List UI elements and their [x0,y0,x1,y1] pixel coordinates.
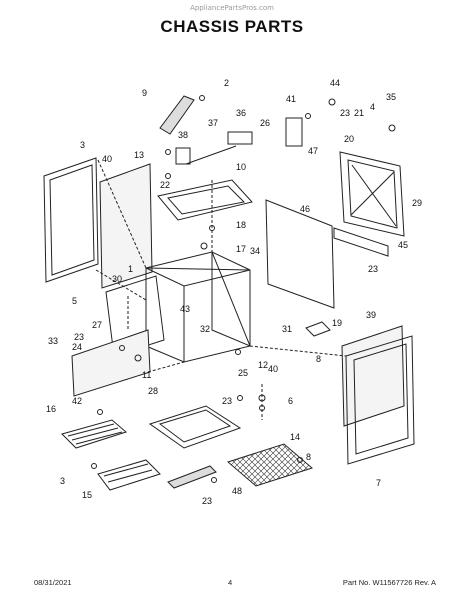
footer-page-number: 4 [228,578,233,587]
callout-label-9: 9 [142,88,147,98]
callout-label-40: 40 [268,364,278,374]
rear-panel-part [339,151,405,237]
callout-label-33: 33 [48,336,58,346]
callout-label-23: 23 [222,396,232,406]
callout-label-23: 23 [202,496,212,506]
watermark-text: AppliancePartsPros.com [190,4,274,12]
callout-label-44: 44 [330,78,340,88]
right-side-panel-part [345,335,415,465]
callout-label-14: 14 [290,432,300,442]
callout-label-7: 7 [376,478,381,488]
callout-label-21: 21 [354,108,364,118]
callout-label-45: 45 [398,240,408,250]
callout-label-30: 30 [112,274,122,284]
component-26-part [285,117,303,147]
manifold-part [333,227,389,257]
callout-label-5: 5 [72,296,77,306]
vent-bracket-part [159,95,195,135]
callout-label-19: 19 [332,318,342,328]
bracket-38-part [175,147,191,165]
drawer-pan-part [148,405,242,449]
callout-label-27: 27 [92,320,102,330]
callout-label-36: 36 [236,108,246,118]
callout-label-32: 32 [200,324,210,334]
callout-label-48: 48 [232,486,242,496]
callout-label-20: 20 [344,134,354,144]
callout-label-11: 11 [142,370,151,380]
footer-part-number: Part No. W11567726 Rev. A [342,578,436,587]
callout-label-47: 47 [308,146,318,156]
callout-label-39: 39 [366,310,376,320]
callout-label-13: 13 [134,150,144,160]
shield-19-part [305,321,331,337]
callout-label-8: 8 [306,452,311,462]
front-frame-part [105,275,165,357]
callout-label-37: 37 [208,118,218,128]
callout-label-28: 28 [148,386,158,396]
callout-label-6: 6 [288,396,293,406]
callout-label-17: 17 [236,244,246,254]
callout-label-4: 4 [370,102,375,112]
callout-label-40: 40 [102,154,112,164]
diagram-linework [43,95,415,491]
callout-label-34: 34 [250,246,260,256]
callout-label-38: 38 [178,130,188,140]
callout-label-23: 23 [368,264,378,274]
callout-label-46: 46 [300,204,310,214]
callout-label-22: 22 [160,180,170,190]
callout-label-31: 31 [282,324,292,334]
callout-label-42: 42 [72,396,82,406]
callout-label-3: 3 [80,140,85,150]
right-insulation-part [341,325,405,427]
control-box-part [227,131,253,145]
callout-label-41: 41 [286,94,296,104]
callout-label-15: 15 [82,490,92,500]
callout-label-24: 24 [72,342,82,352]
callout-label-43: 43 [180,304,190,314]
oven-top-part [157,179,253,221]
callout-label-16: 16 [46,404,56,414]
callout-label-25: 25 [238,368,248,378]
callout-label-10: 10 [236,162,246,172]
kick-panel-part [71,329,151,397]
oven-rack-part [226,443,314,487]
callout-label-26: 26 [260,118,270,128]
left-side-panel-part [43,157,99,283]
callout-label-29: 29 [412,198,422,208]
callout-label-23: 23 [340,108,350,118]
callout-label-2: 2 [224,78,229,88]
left-insulation-part [99,163,153,289]
callout-label-12: 12 [258,360,268,370]
broil-element-part [97,459,161,491]
callout-label-35: 35 [386,92,396,102]
callout-label-8: 8 [316,354,321,364]
callout-label-23: 23 [74,332,84,342]
rear-frame-part [265,199,335,309]
footer-date: 08/31/2021 [34,578,72,587]
callout-label-3: 3 [60,476,65,486]
drawer-slide-part [167,465,217,489]
page-title: CHASSIS PARTS [160,17,304,36]
bake-element-part [61,419,128,449]
callout-label-18: 18 [236,220,246,230]
callout-label-1: 1 [128,264,133,274]
